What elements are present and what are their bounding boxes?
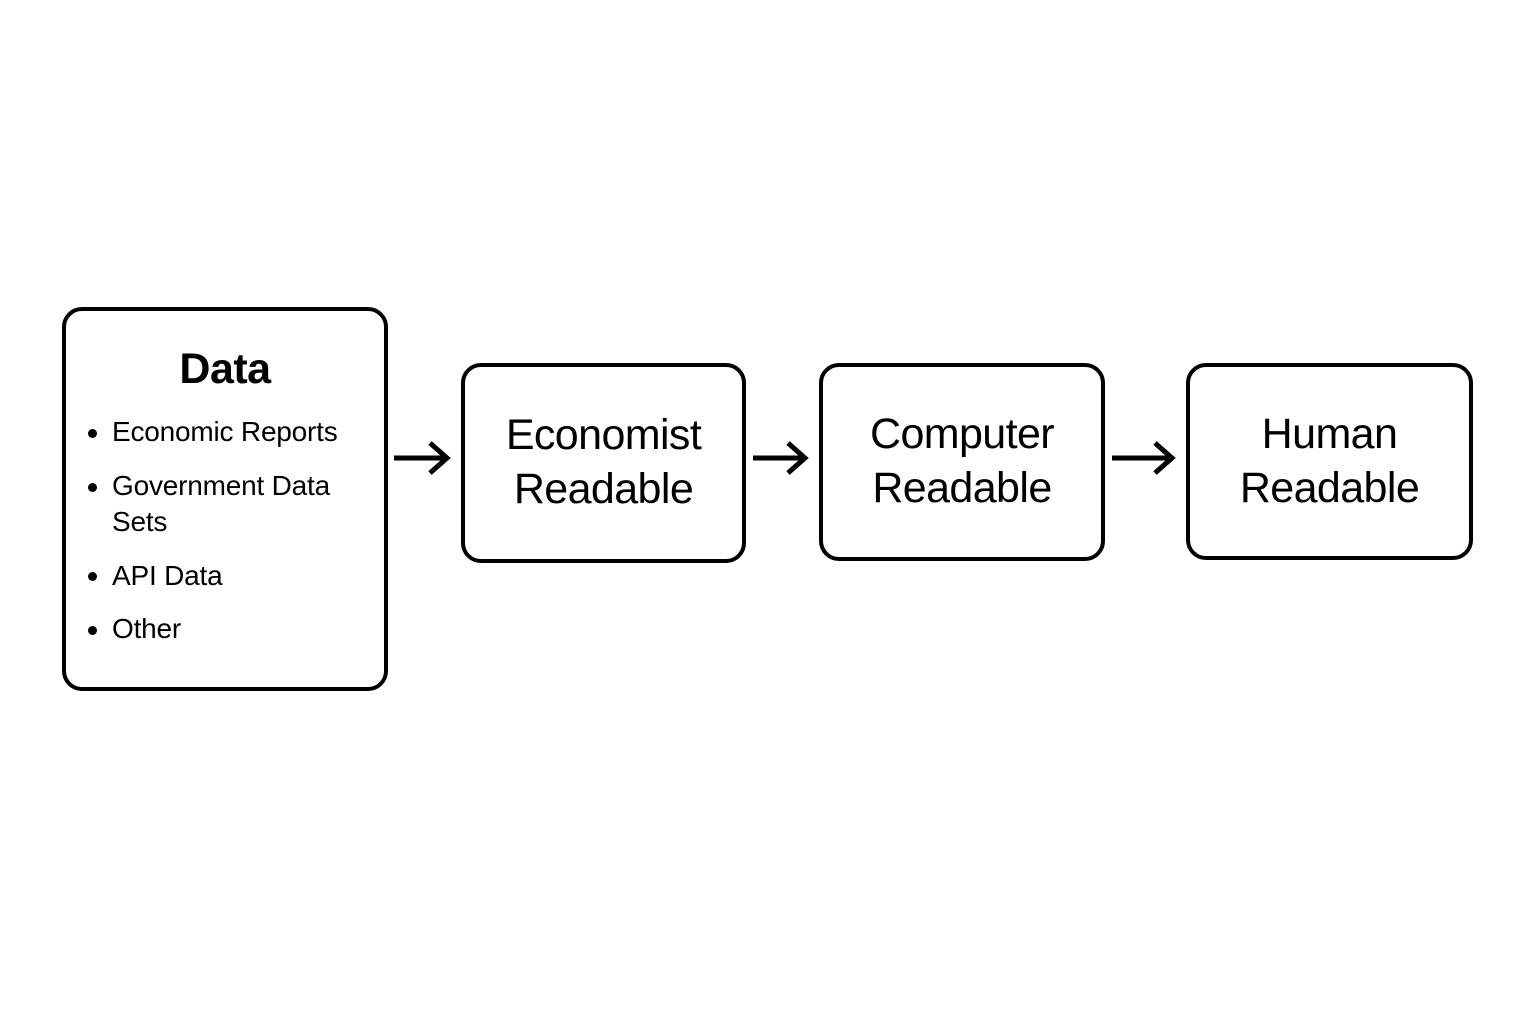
- list-item-label: Government Data Sets: [112, 469, 330, 537]
- node-economist-readable-label: Economist Readable: [505, 411, 702, 513]
- list-item: Other: [86, 611, 370, 647]
- list-item-label: Economic Reports: [112, 416, 338, 448]
- node-computer-readable-label: Computer Readable: [870, 410, 1055, 512]
- node-economist-readable[interactable]: Economist Readable: [461, 363, 746, 563]
- bullet-icon: [88, 572, 97, 582]
- node-data-title: Data: [179, 345, 271, 393]
- list-item-label: Other: [112, 613, 182, 645]
- node-human-readable-label: Human Readable: [1239, 409, 1420, 512]
- bullet-icon: [88, 626, 97, 635]
- node-data[interactable]: Data Economic Reports Government Data Se…: [62, 307, 388, 691]
- node-human-readable[interactable]: Human Readable: [1186, 363, 1473, 560]
- node-data-list: Economic Reports Government Data Sets AP…: [66, 414, 384, 647]
- node-computer-readable[interactable]: Computer Readable: [819, 363, 1105, 561]
- bullet-icon: [88, 482, 97, 492]
- list-item-label: API Data: [112, 559, 223, 591]
- list-item: Government Data Sets: [86, 468, 370, 540]
- list-item: API Data: [86, 558, 370, 594]
- arrow-right-icon: [392, 436, 456, 480]
- list-item: Economic Reports: [86, 414, 370, 450]
- arrow-right-icon: [751, 436, 814, 480]
- arrow-right-icon: [1110, 436, 1181, 480]
- bullet-icon: [88, 428, 97, 438]
